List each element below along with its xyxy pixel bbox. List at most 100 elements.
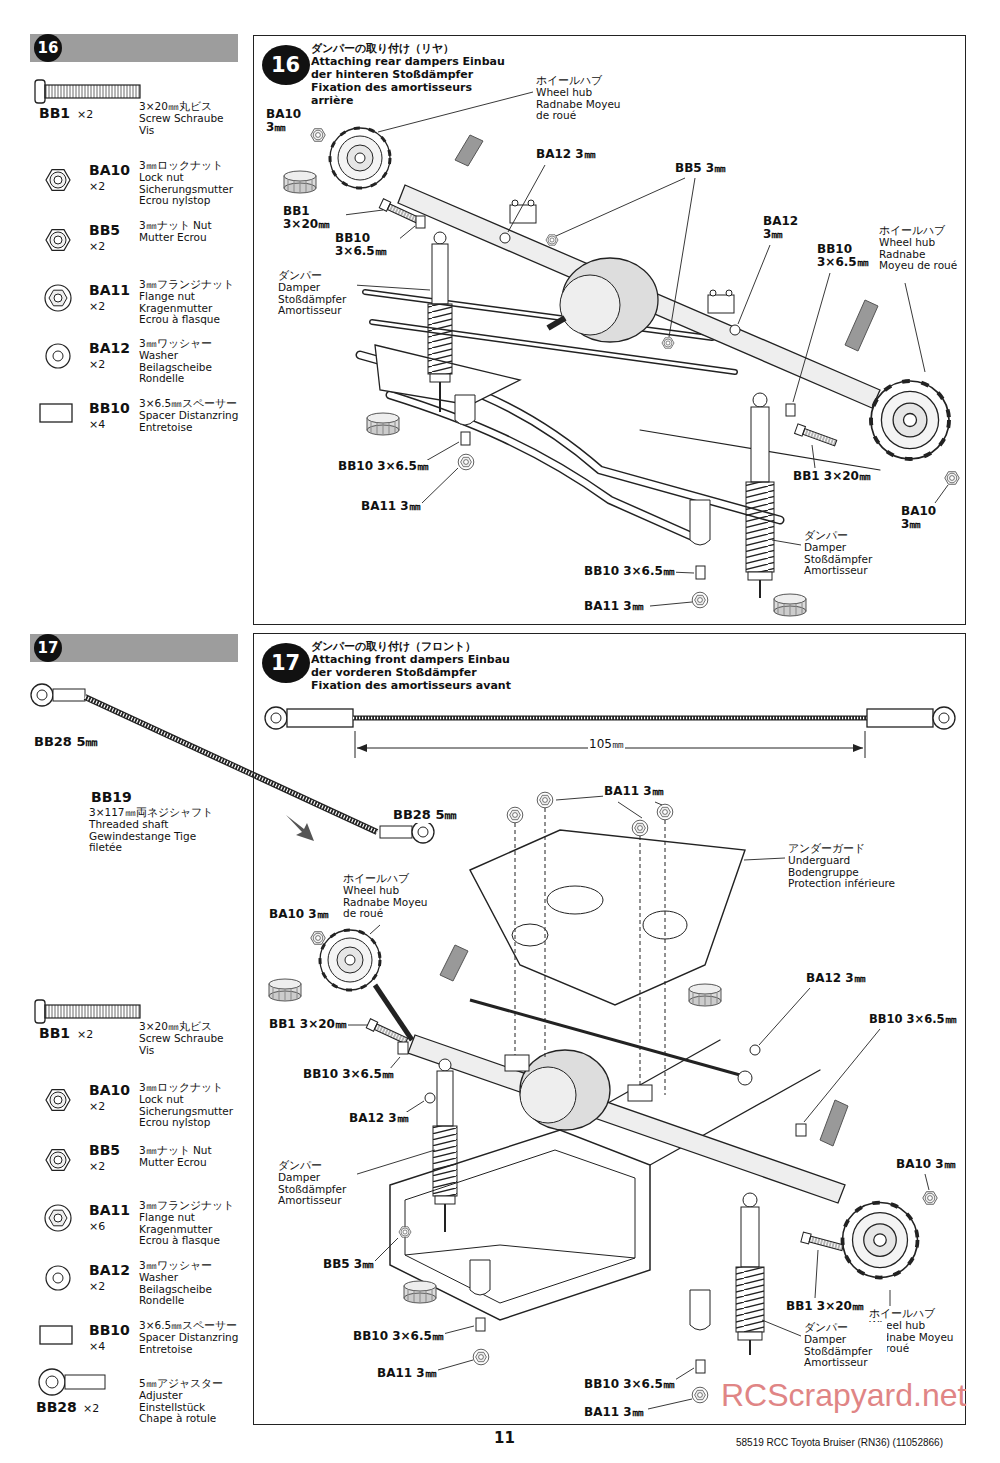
line-art	[390, 395, 700, 540]
line-art	[39, 1369, 65, 1395]
part-description: 3×20㎜丸ビス Screw Schraube Vis	[138, 101, 240, 136]
line-art	[45, 1205, 71, 1231]
line-art	[689, 984, 721, 1006]
line-art	[759, 988, 810, 1045]
line-art	[470, 1000, 740, 1075]
line-art	[662, 338, 674, 348]
line-art	[537, 792, 553, 808]
line-art	[749, 1340, 751, 1355]
line-art	[939, 713, 949, 723]
line-art	[40, 1326, 72, 1344]
line-art	[507, 807, 523, 823]
part-code: BB28 5㎜	[392, 808, 458, 823]
line-art	[418, 827, 428, 837]
line-art	[372, 322, 735, 372]
line-art	[665, 820, 666, 1095]
line-art	[476, 1318, 485, 1331]
part-description: 3㎜フランジナット Flange nut Kragenmutter Ecrou …	[138, 1200, 240, 1247]
part-description: 3×6.5㎜スペーサー Spacer Distanzring Entretois…	[138, 398, 240, 433]
part-qty: ×4	[88, 419, 106, 431]
line-art	[405, 1245, 635, 1258]
part-qty: ×6	[88, 1221, 106, 1233]
callout-label: BB1 3×20㎜	[268, 1018, 348, 1031]
line-art	[287, 709, 353, 727]
line-art	[935, 485, 948, 503]
line-art	[820, 1100, 848, 1146]
line-art	[744, 858, 785, 860]
callout-label: BA11 3㎜	[583, 600, 645, 613]
line-art	[512, 924, 548, 946]
callout-label: BA11 3㎜	[376, 1367, 438, 1380]
callout-label: BA10 3㎜	[265, 108, 309, 135]
line-art	[628, 1085, 652, 1101]
line-art	[45, 1005, 140, 1018]
line-art	[461, 432, 470, 445]
callout-label: BA11 3㎜	[603, 785, 665, 798]
part-description: 3㎜ナット Nut Mutter Ecrou	[138, 220, 240, 244]
line-art	[751, 407, 769, 482]
line-art	[696, 566, 705, 579]
part-qty: ×2	[76, 109, 94, 121]
callout-label: ダンパー Damper Stoßdämpfer Amortisseur	[277, 1160, 357, 1207]
line-art	[354, 285, 430, 290]
line-art	[618, 802, 642, 818]
part-description: 3×6.5㎜スペーサー Spacer Distanzring Entretois…	[138, 1320, 240, 1355]
line-art	[455, 135, 483, 166]
line-art	[505, 1055, 529, 1071]
line-art	[438, 1360, 473, 1370]
callout-label: BA10 3㎜	[895, 1158, 957, 1171]
line-art	[434, 232, 446, 244]
callout-label: BA10 3㎜	[268, 908, 330, 921]
line-art	[560, 275, 620, 335]
line-art	[46, 230, 70, 251]
line-art	[741, 1207, 759, 1267]
line-art	[439, 1059, 451, 1071]
part-description: 3㎜ロックナット Lock nut Sicherungsmutter Ecrou…	[138, 160, 240, 207]
line-art	[867, 709, 933, 727]
step-header-band: 16	[30, 34, 238, 62]
step-number: 16	[34, 34, 62, 62]
callout-label: BB10 3×6.5㎜	[816, 243, 882, 270]
line-art	[432, 244, 448, 304]
line-art	[398, 1042, 408, 1054]
line-art	[46, 344, 70, 368]
part-code: BA11	[88, 1203, 131, 1219]
callout-label: BB5 3㎜	[322, 1258, 375, 1271]
step-number-circle: 17	[262, 643, 310, 683]
line-art	[408, 1035, 845, 1203]
line-art	[330, 128, 390, 188]
line-art	[430, 374, 450, 382]
callout-label: ホイールハブ Wheel hub Radnabe Moyeu de roué	[535, 75, 625, 122]
line-art	[412, 821, 434, 843]
callout-label: BA12 3㎜	[805, 972, 867, 985]
callout-label: BA12 3㎜	[348, 1112, 410, 1125]
line-art	[390, 395, 700, 540]
line-art	[843, 1203, 918, 1278]
callout-label: BA10 3㎜	[900, 505, 944, 532]
callout-label: BB10 3×6.5㎜	[334, 232, 400, 259]
part-code: BB1	[38, 1026, 71, 1042]
part-code: BB5	[88, 223, 121, 239]
line-art	[45, 285, 71, 311]
line-art	[286, 815, 314, 841]
line-art	[815, 1250, 818, 1298]
line-art	[548, 318, 565, 328]
line-art	[774, 594, 806, 616]
part-qty: ×2	[88, 1101, 106, 1113]
line-art	[473, 1349, 489, 1365]
line-art	[311, 129, 325, 141]
line-art	[500, 233, 510, 243]
line-art	[399, 1227, 411, 1237]
line-art	[428, 304, 452, 374]
callout-label: BB10 3×6.5㎜	[868, 1013, 958, 1026]
line-art	[933, 707, 955, 729]
line-art	[905, 283, 925, 372]
line-art	[46, 1090, 70, 1111]
part-code: BA10	[88, 1083, 131, 1099]
part-code: BB28 5㎜	[33, 735, 99, 750]
line-art	[923, 1192, 937, 1204]
line-art	[311, 932, 325, 944]
line-art	[437, 1071, 453, 1126]
line-art	[736, 1267, 764, 1332]
step-header-band: 17	[30, 634, 238, 662]
